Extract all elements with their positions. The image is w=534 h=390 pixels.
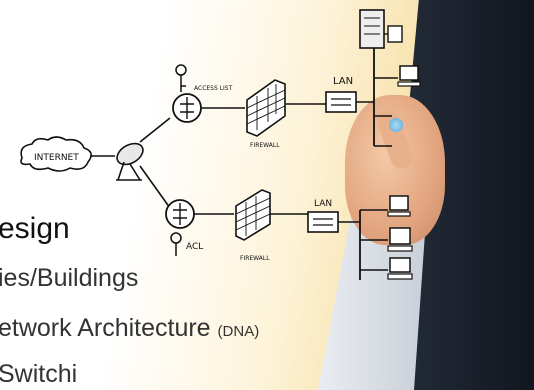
key-icon bbox=[175, 64, 187, 92]
key-lower-icon bbox=[170, 232, 182, 256]
computer-lower-1-icon bbox=[387, 195, 411, 217]
firewall-lower-icon bbox=[235, 189, 271, 241]
internet-cloud: INTERNET bbox=[20, 136, 92, 172]
server-icon bbox=[359, 9, 403, 49]
computer-icon bbox=[397, 65, 421, 87]
router-upper-icon bbox=[172, 93, 202, 123]
firewall-upper-icon bbox=[246, 79, 286, 137]
firewall-upper-label: FIREWALL bbox=[250, 142, 280, 149]
bullet-line-3: Switchi bbox=[0, 360, 78, 388]
lan-lower-label: LAN bbox=[314, 199, 332, 209]
bullet-line-2-text: etwork Architecture bbox=[0, 314, 211, 342]
stylus-tip bbox=[389, 118, 403, 132]
switch-upper-icon bbox=[325, 91, 357, 113]
firewall-lower-label: FIREWALL bbox=[240, 255, 270, 262]
acl-label: ACL bbox=[186, 242, 203, 252]
computer-lower-2-icon bbox=[387, 227, 413, 252]
lan-upper-label: LAN bbox=[333, 76, 353, 87]
computer-lower-3-icon bbox=[387, 257, 413, 280]
slide-title: esign bbox=[0, 212, 70, 245]
access-list-label: ACCESS LIST bbox=[194, 85, 233, 92]
router-lower-icon bbox=[165, 199, 195, 229]
satellite-dish-icon bbox=[116, 142, 144, 181]
bullet-line-1: ies/Buildings bbox=[0, 264, 139, 292]
bullet-line-2: etwork Architecture (DNA) bbox=[0, 314, 259, 343]
switch-lower-icon bbox=[307, 211, 339, 233]
internet-label: INTERNET bbox=[34, 153, 79, 163]
bullet-line-2-abbrev: (DNA) bbox=[217, 323, 260, 340]
